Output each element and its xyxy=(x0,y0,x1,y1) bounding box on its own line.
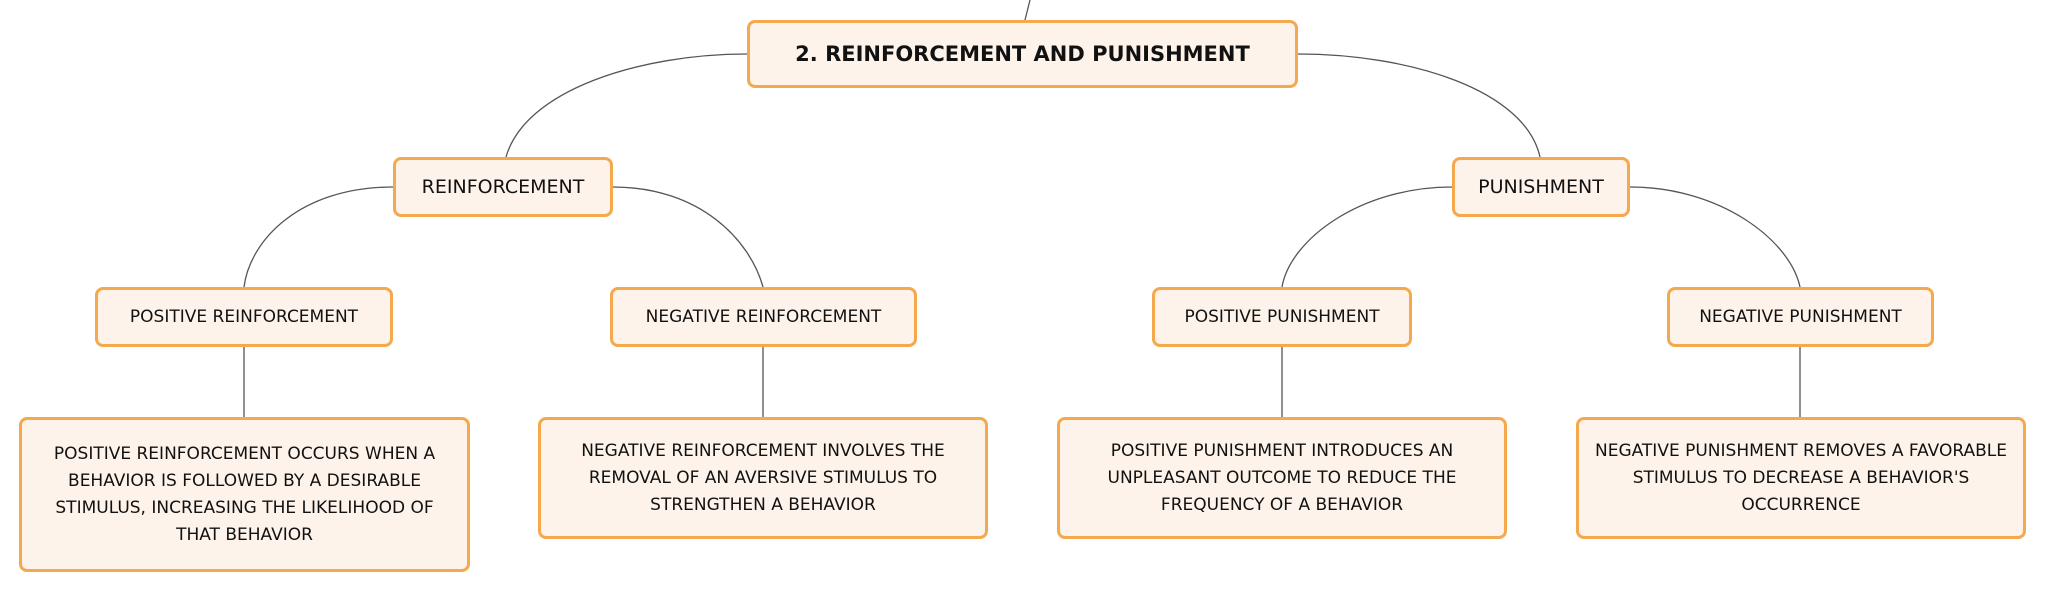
positive-reinforcement-node[interactable]: POSITIVE REINFORCEMENT xyxy=(95,287,393,347)
positive-punishment-description-node[interactable]: POSITIVE PUNISHMENT INTRODUCES AN UNPLEA… xyxy=(1057,417,1507,539)
positive-reinforcement-description-node[interactable]: POSITIVE REINFORCEMENT OCCURS WHEN A BEH… xyxy=(19,417,470,572)
reinforcement-node[interactable]: REINFORCEMENT xyxy=(393,157,613,217)
connector-reinforcement-to-positive xyxy=(243,186,394,288)
negative-reinforcement-node[interactable]: NEGATIVE REINFORCEMENT xyxy=(610,287,917,347)
positive-punishment-description: POSITIVE PUNISHMENT INTRODUCES AN UNPLEA… xyxy=(1107,440,1457,515)
connector-reinforcement-to-negative xyxy=(612,186,764,288)
positive-punishment-label: POSITIVE PUNISHMENT xyxy=(1184,307,1380,327)
negative-reinforcement-label: NEGATIVE REINFORCEMENT xyxy=(645,307,882,327)
positive-punishment-node[interactable]: POSITIVE PUNISHMENT xyxy=(1152,287,1412,347)
negative-reinforcement-description-node[interactable]: NEGATIVE REINFORCEMENT INVOLVES THE REMO… xyxy=(538,417,988,539)
negative-punishment-node[interactable]: NEGATIVE PUNISHMENT xyxy=(1667,287,1934,347)
negative-punishment-description-node[interactable]: NEGATIVE PUNISHMENT REMOVES A FAVORABLE … xyxy=(1576,417,2026,539)
positive-reinforcement-description: POSITIVE REINFORCEMENT OCCURS WHEN A BEH… xyxy=(53,443,436,545)
negative-reinforcement-description: NEGATIVE REINFORCEMENT INVOLVES THE REMO… xyxy=(581,440,945,515)
negative-punishment-label: NEGATIVE PUNISHMENT xyxy=(1699,307,1902,327)
reinforcement-node-label: REINFORCEMENT xyxy=(421,176,585,198)
connector-root-to-punishment xyxy=(1297,53,1541,158)
root-node[interactable]: 2. REINFORCEMENT AND PUNISHMENT xyxy=(747,20,1298,88)
punishment-node-label: PUNISHMENT xyxy=(1478,176,1604,198)
root-node-label: 2. REINFORCEMENT AND PUNISHMENT xyxy=(795,42,1250,66)
connector-root-to-reinforcement xyxy=(505,53,748,158)
connector-parent-to-root xyxy=(1024,0,1031,21)
punishment-node[interactable]: PUNISHMENT xyxy=(1452,157,1630,217)
negative-punishment-description: NEGATIVE PUNISHMENT REMOVES A FAVORABLE … xyxy=(1594,440,2008,515)
connector-punishment-to-positive xyxy=(1281,186,1453,288)
connector-punishment-to-negative xyxy=(1629,186,1801,288)
positive-reinforcement-label: POSITIVE REINFORCEMENT xyxy=(129,307,359,327)
